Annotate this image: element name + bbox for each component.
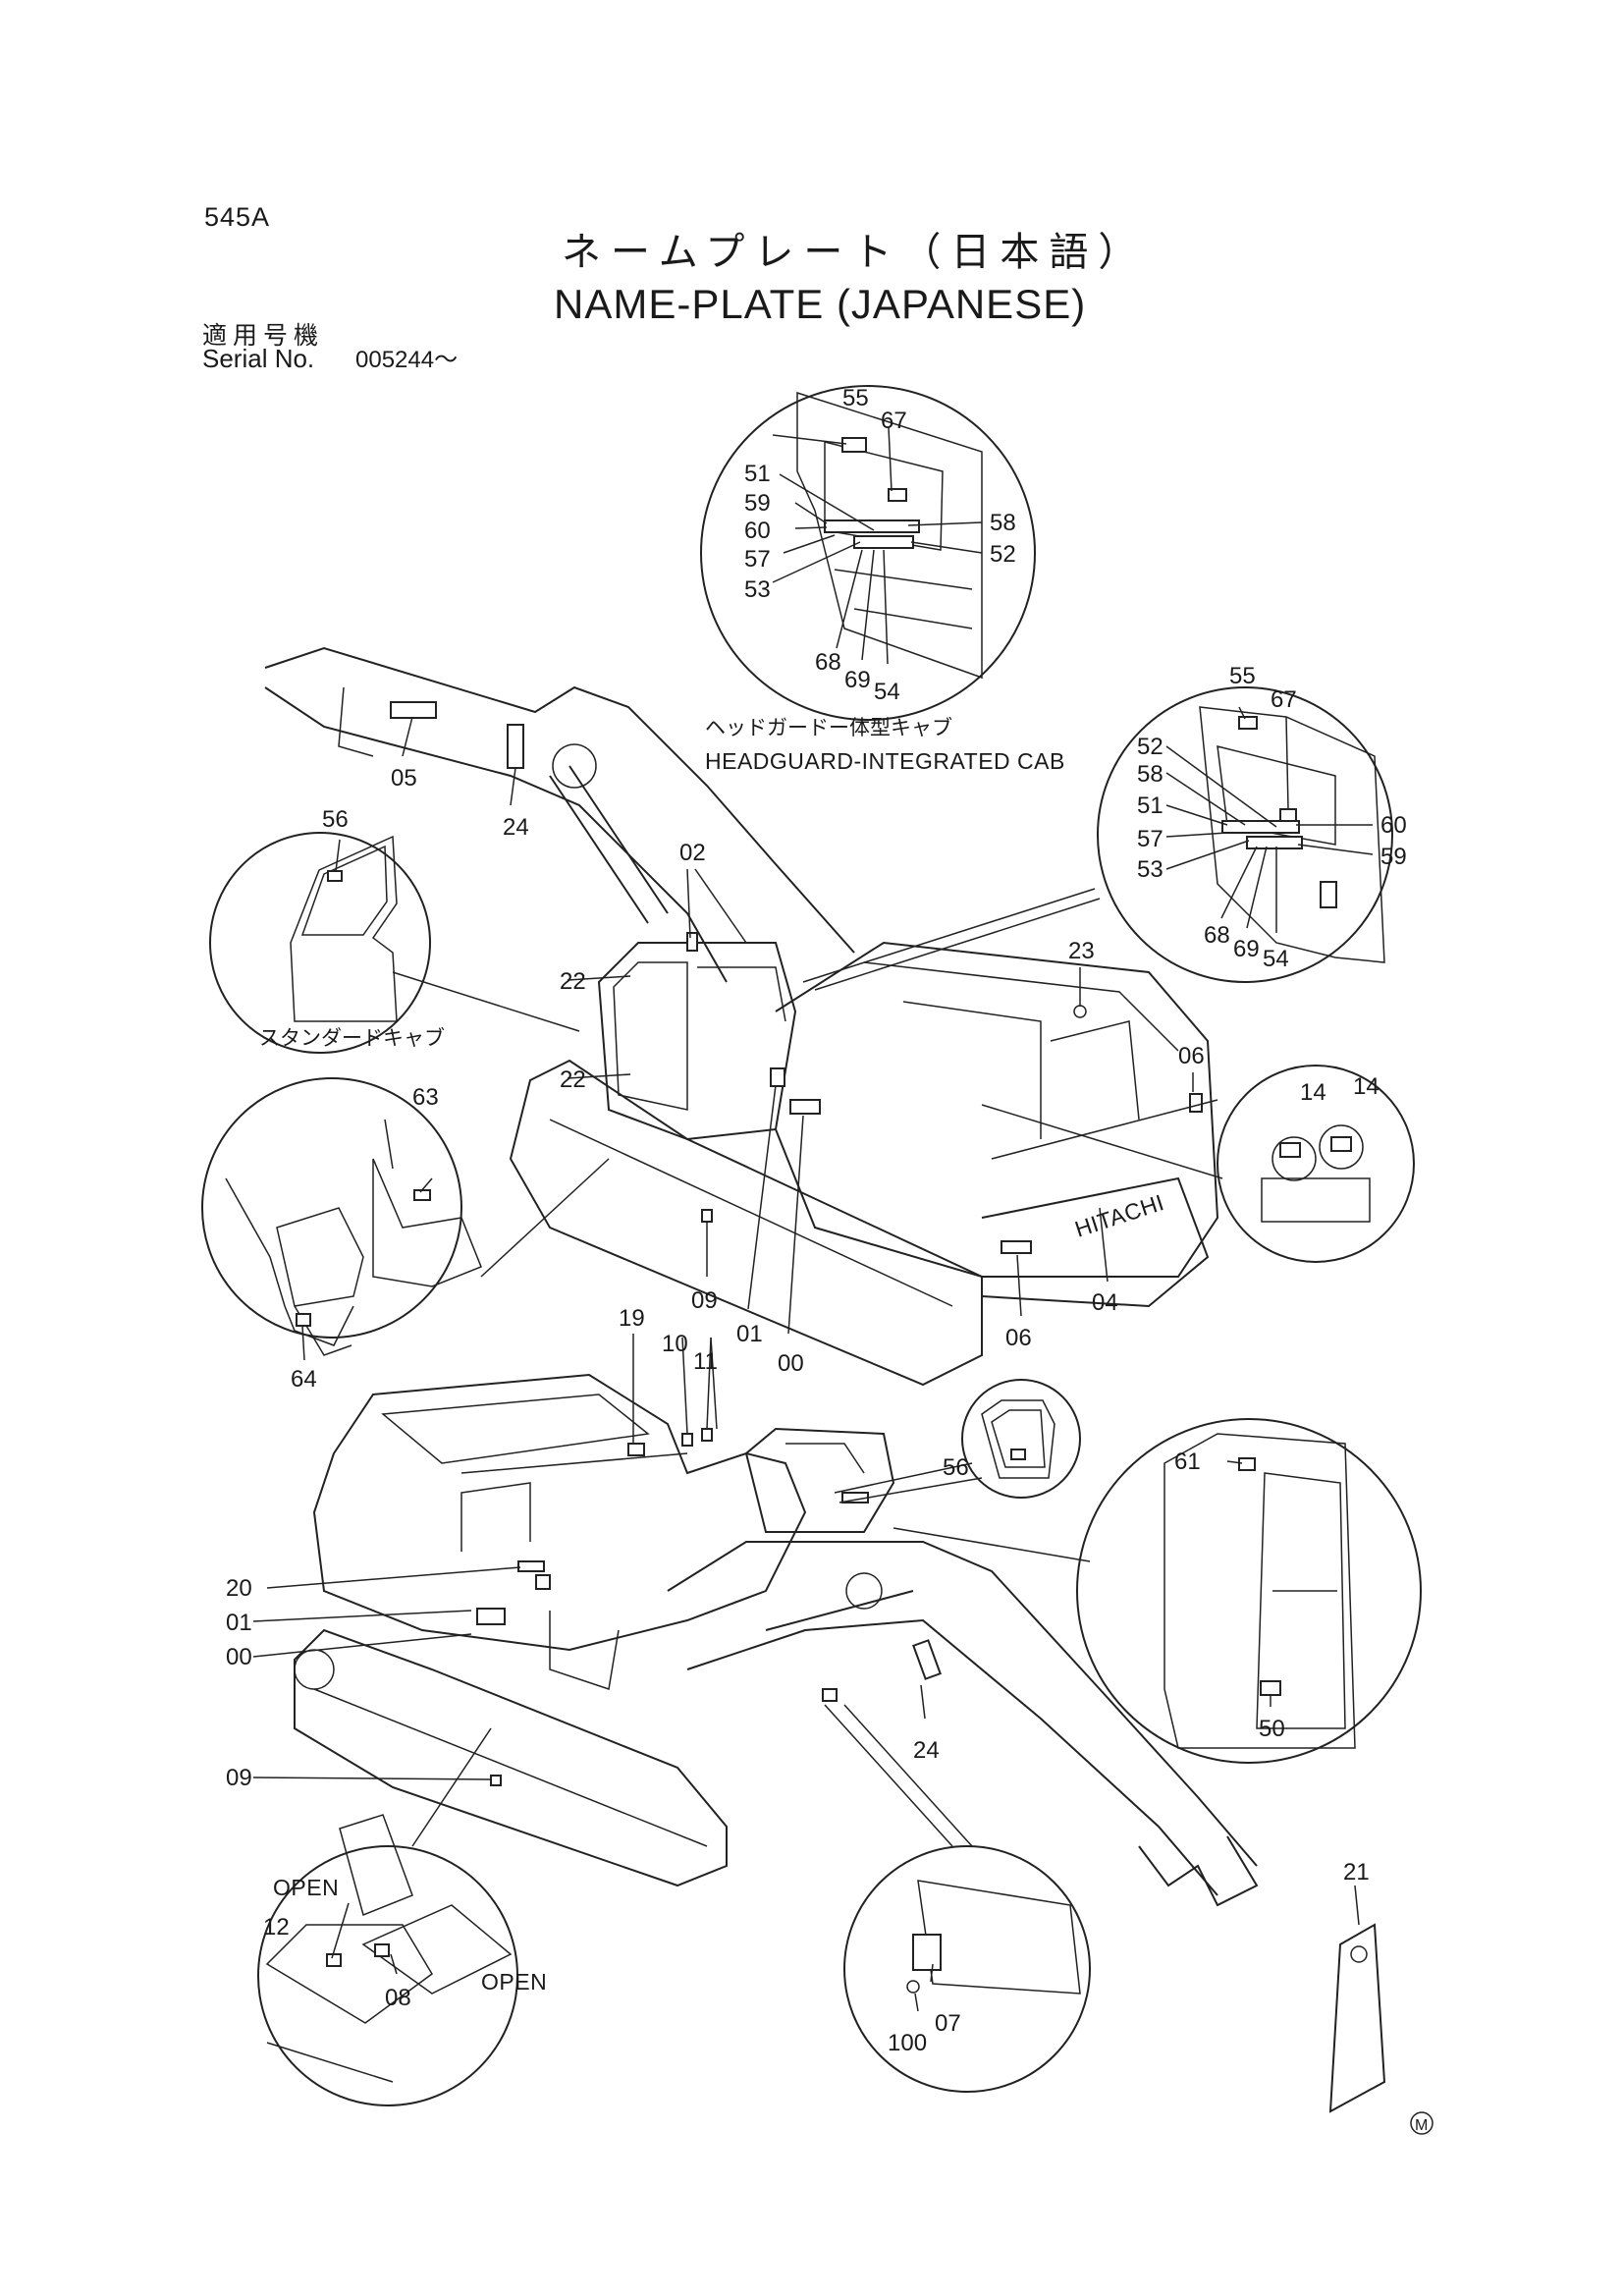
label-51-right: 51 [1137, 793, 1163, 819]
label-20: 20 [226, 1575, 252, 1602]
detail-circle-headguard-cab [700, 385, 1036, 721]
detail-circle-sensors [1217, 1065, 1415, 1263]
label-67-right: 67 [1271, 686, 1297, 713]
label-61: 61 [1174, 1449, 1201, 1475]
label-58-top: 58 [990, 510, 1016, 536]
label-07: 07 [935, 2010, 961, 2037]
label-53-right: 53 [1137, 856, 1163, 883]
label-52-top: 52 [990, 541, 1016, 568]
detail-circle-cab-roof [961, 1379, 1081, 1499]
label-59-right: 59 [1380, 844, 1407, 870]
label-06-right: 06 [1178, 1043, 1205, 1069]
detail-circle-standard-cab [209, 832, 431, 1054]
label-64: 64 [291, 1366, 317, 1393]
caption-headguard-cab-jp: ヘッドガードー体型キャブ [705, 716, 952, 739]
label-50: 50 [1259, 1716, 1285, 1742]
label-01-lower: 01 [226, 1610, 252, 1636]
label-22-upper: 22 [560, 968, 586, 995]
label-63: 63 [412, 1084, 439, 1111]
label-11: 11 [693, 1348, 718, 1375]
label-51-top: 51 [744, 461, 771, 487]
label-02: 02 [679, 840, 706, 866]
label-69-right: 69 [1233, 936, 1260, 962]
circled-m-mark: M [1410, 2111, 1434, 2135]
label-57-right: 57 [1137, 826, 1163, 852]
label-67-top: 67 [881, 408, 907, 434]
label-69-top: 69 [844, 667, 871, 693]
label-60-right: 60 [1380, 812, 1407, 839]
label-05: 05 [391, 765, 417, 792]
label-12: 12 [263, 1914, 290, 1941]
serial-label-japanese: 適用号機 [202, 321, 325, 350]
detail-circle-cab-right [1097, 686, 1393, 983]
svg-text:M: M [1415, 2117, 1428, 2134]
tag-plate [1328, 1923, 1386, 2113]
label-59-top: 59 [744, 490, 771, 517]
leader-lines [252, 426, 1374, 2012]
label-55-right: 55 [1229, 663, 1256, 689]
label-60-top: 60 [744, 518, 771, 544]
label-06-bottom: 06 [1005, 1325, 1032, 1351]
label-00-upper: 00 [778, 1350, 804, 1377]
label-04: 04 [1092, 1289, 1118, 1316]
label-09-lower: 09 [226, 1765, 252, 1791]
label-68-right: 68 [1204, 922, 1230, 949]
label-24-lower: 24 [913, 1737, 940, 1764]
title-english: NAME-PLATE (JAPANESE) [554, 281, 1087, 327]
label-56-standard-cab: 56 [322, 806, 349, 833]
detail-circle-access-cover [257, 1814, 518, 2106]
label-54-right: 54 [1263, 946, 1289, 972]
label-19: 19 [619, 1305, 645, 1332]
label-00-lower: 00 [226, 1644, 252, 1670]
label-14-right: 14 [1353, 1073, 1380, 1100]
page-code: 545A [204, 202, 271, 232]
detail-circle-serial-plate [843, 1845, 1091, 2093]
caption-standard-cab-jp: スタンダードキャブ [259, 1026, 445, 1050]
label-68-top: 68 [815, 649, 841, 676]
label-55-top: 55 [842, 385, 869, 411]
title-japanese: ネームプレート（日本語） [562, 230, 1148, 275]
caption-headguard-cab-en: HEADGUARD-INTEGRATED CAB [705, 748, 1065, 774]
label-54-top: 54 [874, 679, 900, 705]
label-08: 08 [385, 1985, 411, 2011]
detail-circle-cab-door [1076, 1418, 1422, 1764]
detail-circle-console [201, 1077, 482, 1356]
label-01-upper: 01 [736, 1321, 763, 1347]
serial-value: 005244～ [355, 347, 459, 373]
label-57-top: 57 [744, 546, 771, 573]
serial-label-english: Serial No. [202, 344, 315, 373]
label-21: 21 [1343, 1859, 1370, 1886]
caption-open-lower: OPEN [481, 1969, 547, 1995]
label-52-right: 52 [1137, 734, 1163, 760]
label-100: 100 [888, 2030, 927, 2056]
excavator-front-view [294, 1373, 1259, 1907]
label-56-roof: 56 [943, 1454, 969, 1481]
label-09-upper: 09 [691, 1287, 718, 1314]
label-58-right: 58 [1137, 761, 1163, 788]
label-53-top: 53 [744, 576, 771, 603]
label-14-left: 14 [1300, 1079, 1326, 1106]
label-23: 23 [1068, 938, 1095, 964]
label-24-upper: 24 [503, 814, 529, 841]
caption-open-upper: OPEN [273, 1875, 339, 1900]
label-10: 10 [662, 1331, 688, 1357]
label-22-lower: 22 [560, 1066, 586, 1093]
